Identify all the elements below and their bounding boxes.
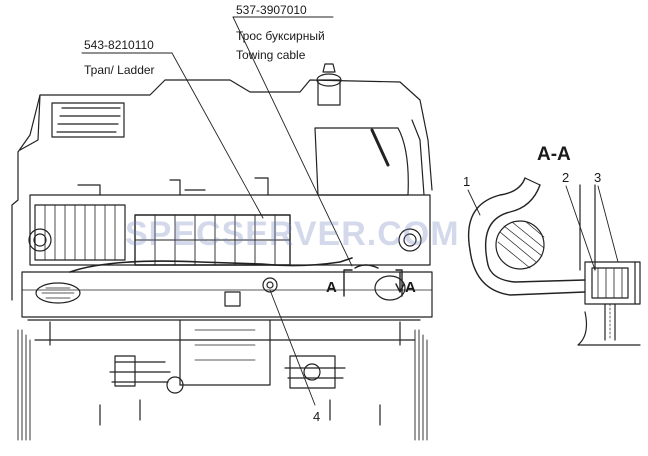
section-a-a-view bbox=[468, 177, 641, 346]
item-number-4: 4 bbox=[313, 409, 320, 424]
cut-mark-right: A bbox=[405, 279, 416, 296]
ladder-name: Трап/ Ladder bbox=[84, 63, 155, 77]
ladder-part-number: 543-8210110 bbox=[84, 38, 154, 52]
item-number-3: 3 bbox=[594, 170, 601, 185]
item-number-1: 1 bbox=[463, 174, 470, 189]
vehicle-front-view bbox=[11, 63, 433, 441]
cable-part-number: 537-3907010 bbox=[236, 3, 307, 17]
leader-lines bbox=[81, 16, 619, 406]
section-cut-markers bbox=[343, 269, 405, 297]
cut-mark-left: A bbox=[326, 279, 337, 296]
item-number-2: 2 bbox=[562, 170, 569, 185]
watermark: SPECSERVER.COM bbox=[125, 215, 460, 253]
section-title: А-А bbox=[537, 144, 571, 165]
cable-name-ru: Трос буксирный bbox=[236, 29, 325, 43]
cable-name-en: Towing cable bbox=[236, 48, 306, 62]
